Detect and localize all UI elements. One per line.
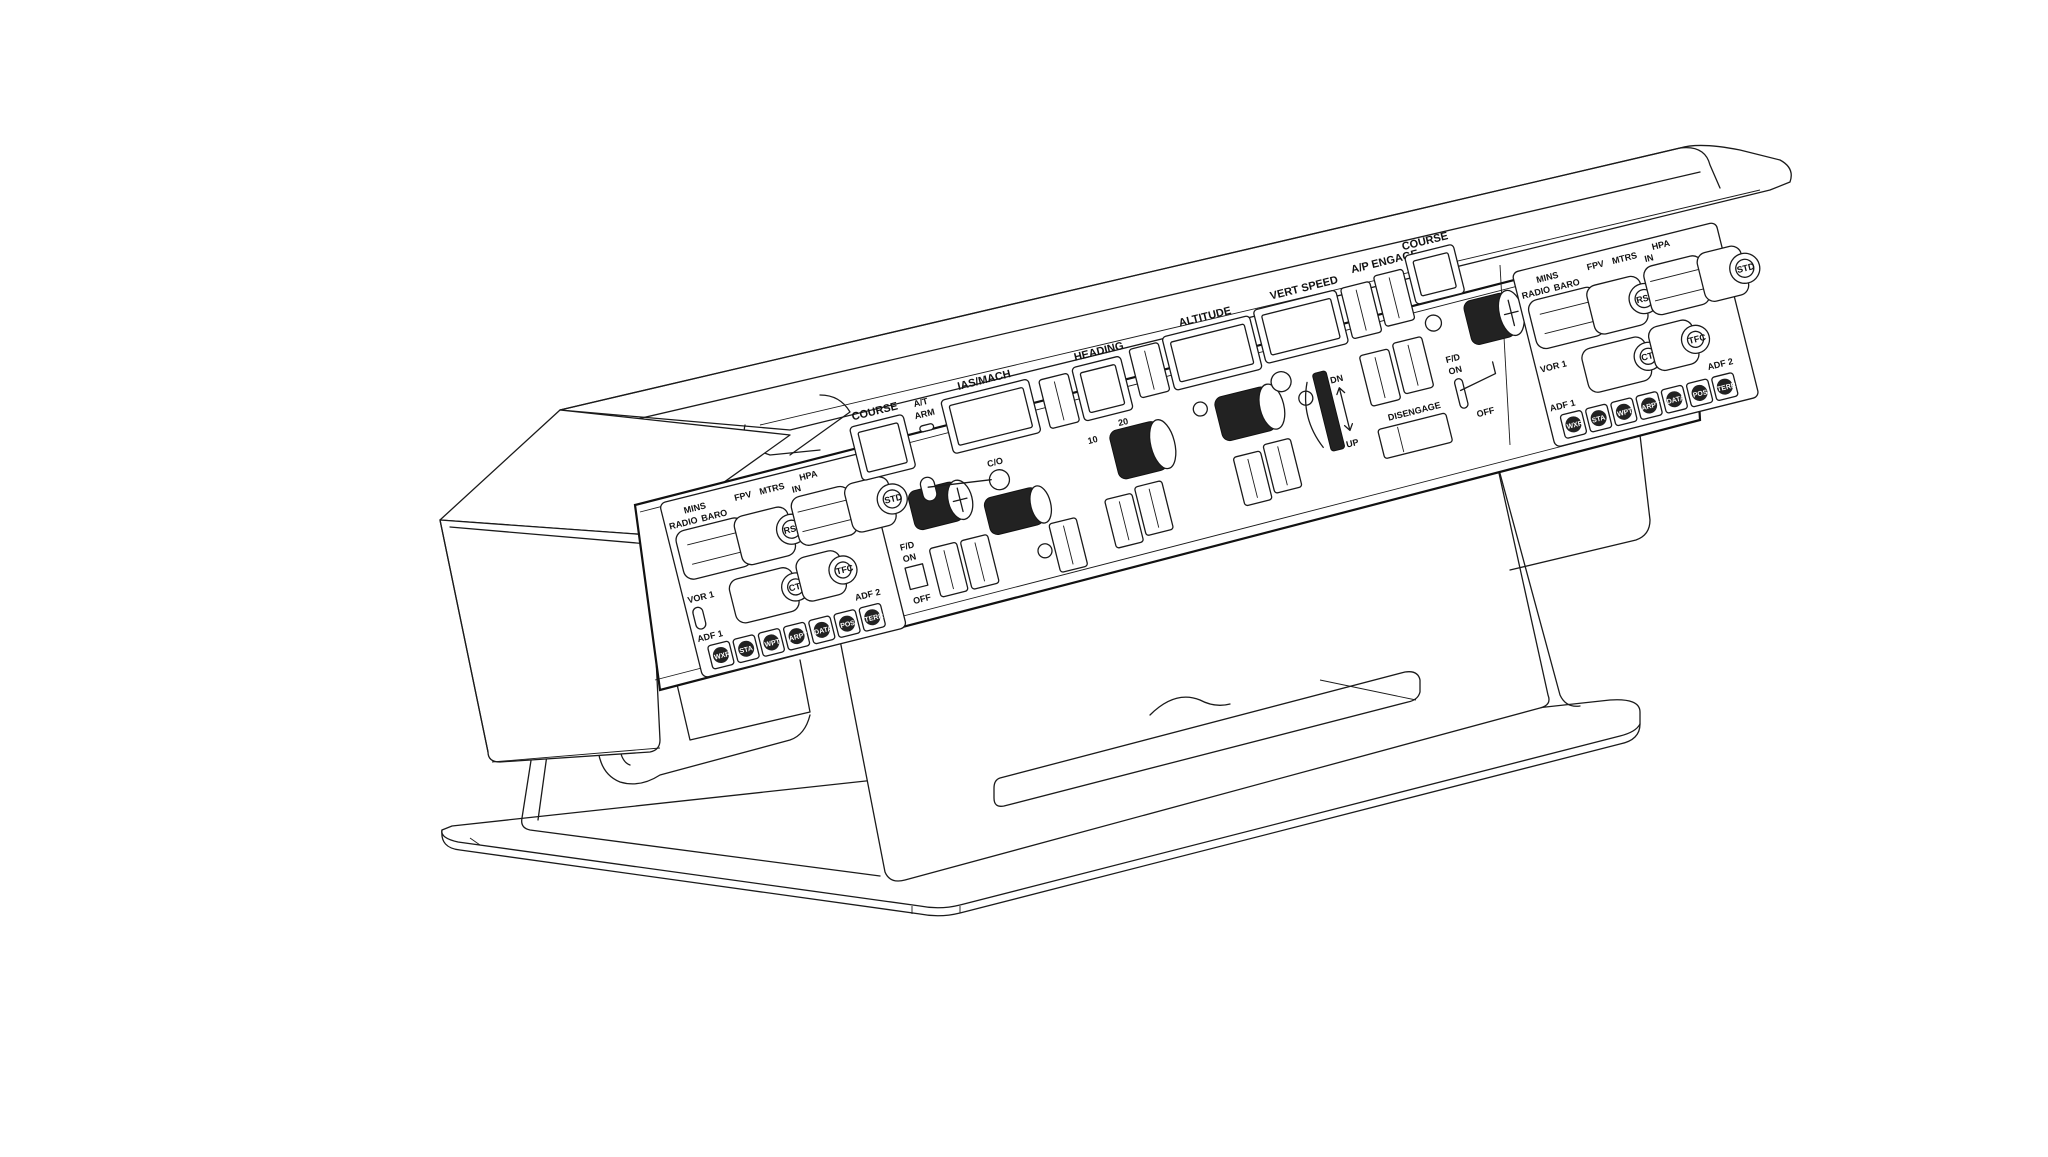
efis-left-button-pos[interactable]: POS: [833, 609, 861, 638]
svg-text:ARPT: ARPT: [788, 631, 809, 643]
altitude-display: [1161, 315, 1263, 391]
svg-text:DATA: DATA: [1666, 395, 1686, 406]
ap-engage-cws-b-button[interactable]: [1392, 336, 1434, 395]
panel-screw: [1192, 401, 1208, 417]
alt-hold-button[interactable]: [1233, 450, 1273, 507]
svg-text:POS: POS: [840, 620, 856, 630]
tfc-label-right: TFC: [1687, 332, 1707, 346]
vnav-button[interactable]: [1038, 373, 1080, 429]
efis-left-fpv-label: FPV: [733, 489, 752, 503]
bank-20-label: 20: [1117, 416, 1129, 428]
efis-right-button-data[interactable]: DATA: [1660, 384, 1688, 414]
lnav-button[interactable]: [1134, 480, 1174, 536]
efis-right-button-arpt[interactable]: ARPT: [1635, 391, 1664, 420]
stand-body: [521, 454, 1581, 882]
efis-right-in-label: IN: [1643, 252, 1654, 264]
heading-select-button[interactable]: [1104, 493, 1144, 549]
svg-text:DATA: DATA: [814, 625, 834, 636]
svg-text:STA: STA: [739, 645, 754, 655]
fd-right-switch[interactable]: [1453, 378, 1469, 409]
stand-base-plate: [441, 699, 1641, 917]
heading-display: [1071, 356, 1134, 422]
svg-text:WXR: WXR: [1566, 420, 1584, 431]
efis-right-panel: RADIO MINS BARO FPV MTRS IN HPA RST STD …: [1512, 222, 1765, 447]
efis-right-button-sta[interactable]: STA: [1585, 403, 1613, 433]
on-right-label: ON: [1447, 364, 1463, 377]
efis-left-button-terr[interactable]: TERR: [858, 602, 886, 632]
vertical-speed-wheel[interactable]: [1298, 370, 1345, 456]
svg-text:POS: POS: [1692, 389, 1708, 399]
off-right-label: OFF: [1476, 405, 1496, 419]
at-arm-label-2: ARM: [913, 407, 935, 422]
heading-knob[interactable]: [1108, 417, 1180, 481]
dn-label: DN: [1329, 373, 1344, 386]
std-label: STD: [883, 492, 903, 506]
speed-knob[interactable]: [983, 484, 1055, 537]
ap-engage-cmd-b-button[interactable]: [1373, 268, 1416, 327]
efis-right-button-wpt[interactable]: WPT: [1610, 397, 1638, 427]
efis-right-fpv-label: FPV: [1586, 258, 1605, 272]
master-light: [1424, 314, 1443, 332]
fd-left-switch[interactable]: [904, 563, 929, 591]
svg-text:WPT: WPT: [764, 638, 781, 649]
course-right-display: [1404, 244, 1465, 305]
efis-left-panel: RADIO MINS BARO FPV MTRS IN HPA RST STD: [660, 453, 913, 678]
vs-button[interactable]: [1262, 438, 1303, 494]
efis-left-button-arpt[interactable]: ARPT: [783, 621, 811, 651]
svg-text:TERR: TERR: [1717, 382, 1737, 393]
efis-left-button-row: WXR STA WPT ARPT DATA POS TERR: [707, 602, 886, 670]
efis-right-button-pos[interactable]: POS: [1685, 378, 1714, 408]
svg-text:STA: STA: [1591, 415, 1606, 425]
vert-speed-display: [1253, 289, 1349, 364]
efis-right-button-wxr[interactable]: WXR: [1559, 410, 1588, 439]
housing: [439, 144, 1792, 763]
speed-button[interactable]: [960, 534, 1000, 590]
efis-right-button-terr[interactable]: TERR: [1711, 372, 1739, 401]
fd-left-label: F/D: [899, 539, 916, 552]
efis-right-button-row: WXR STA WPT ARPT DATA POS TERR: [1559, 372, 1739, 439]
efis-right-hpa-label: HPA: [1651, 238, 1672, 252]
changeover-button[interactable]: [987, 468, 1011, 492]
std-label-right: STD: [1736, 261, 1756, 275]
at-arm-label-1: A/T: [912, 396, 929, 409]
up-label: UP: [1345, 437, 1360, 450]
vor-adf-1-switch[interactable]: [692, 606, 707, 630]
ias-mach-display: [940, 379, 1041, 454]
at-arm-light: [919, 423, 935, 433]
level-change-button[interactable]: [1048, 517, 1088, 573]
bank-10-label: 10: [1087, 434, 1099, 446]
fd-right-label: F/D: [1445, 352, 1462, 365]
altitude-knob[interactable]: [1213, 381, 1289, 442]
range-selector-knob[interactable]: TFC: [794, 545, 862, 603]
panel-screw: [1037, 543, 1053, 559]
co-label: C/O: [986, 455, 1004, 469]
efis-left-button-wpt[interactable]: WPT: [757, 628, 785, 657]
tfc-label: TFC: [835, 562, 855, 576]
svg-text:ARPT: ARPT: [1641, 401, 1662, 413]
on-left-label: ON: [902, 551, 918, 564]
efis-left-in-label: IN: [791, 483, 802, 495]
vorloc-button[interactable]: [1128, 342, 1171, 399]
alt-intv-button[interactable]: [1269, 370, 1293, 394]
efis-left-button-wxr[interactable]: WXR: [707, 640, 735, 670]
course-left-display: [849, 414, 916, 481]
svg-text:TERR: TERR: [864, 613, 884, 624]
range-selector-knob-right[interactable]: TFC: [1647, 315, 1715, 373]
efis-left-hpa-label: HPA: [798, 468, 819, 482]
baro-selector-knob-right[interactable]: [1642, 254, 1712, 317]
ap-engage-cws-a-button[interactable]: [1359, 348, 1401, 407]
n1-button[interactable]: [929, 541, 969, 598]
std-knob-right[interactable]: STD: [1695, 240, 1765, 303]
course-right-knob[interactable]: [1462, 288, 1528, 346]
efis-left-button-sta[interactable]: STA: [732, 634, 760, 664]
at-arm-switch-guard: [919, 476, 938, 502]
off-left-label: OFF: [912, 592, 932, 606]
ap-engage-cmd-a-button[interactable]: [1340, 281, 1383, 340]
efis-left-button-data[interactable]: DATA: [808, 615, 836, 645]
svg-text:WPT: WPT: [1617, 408, 1634, 419]
std-knob[interactable]: STD: [843, 471, 913, 534]
disengage-bar[interactable]: [1377, 412, 1453, 459]
svg-text:WXR: WXR: [714, 651, 732, 662]
